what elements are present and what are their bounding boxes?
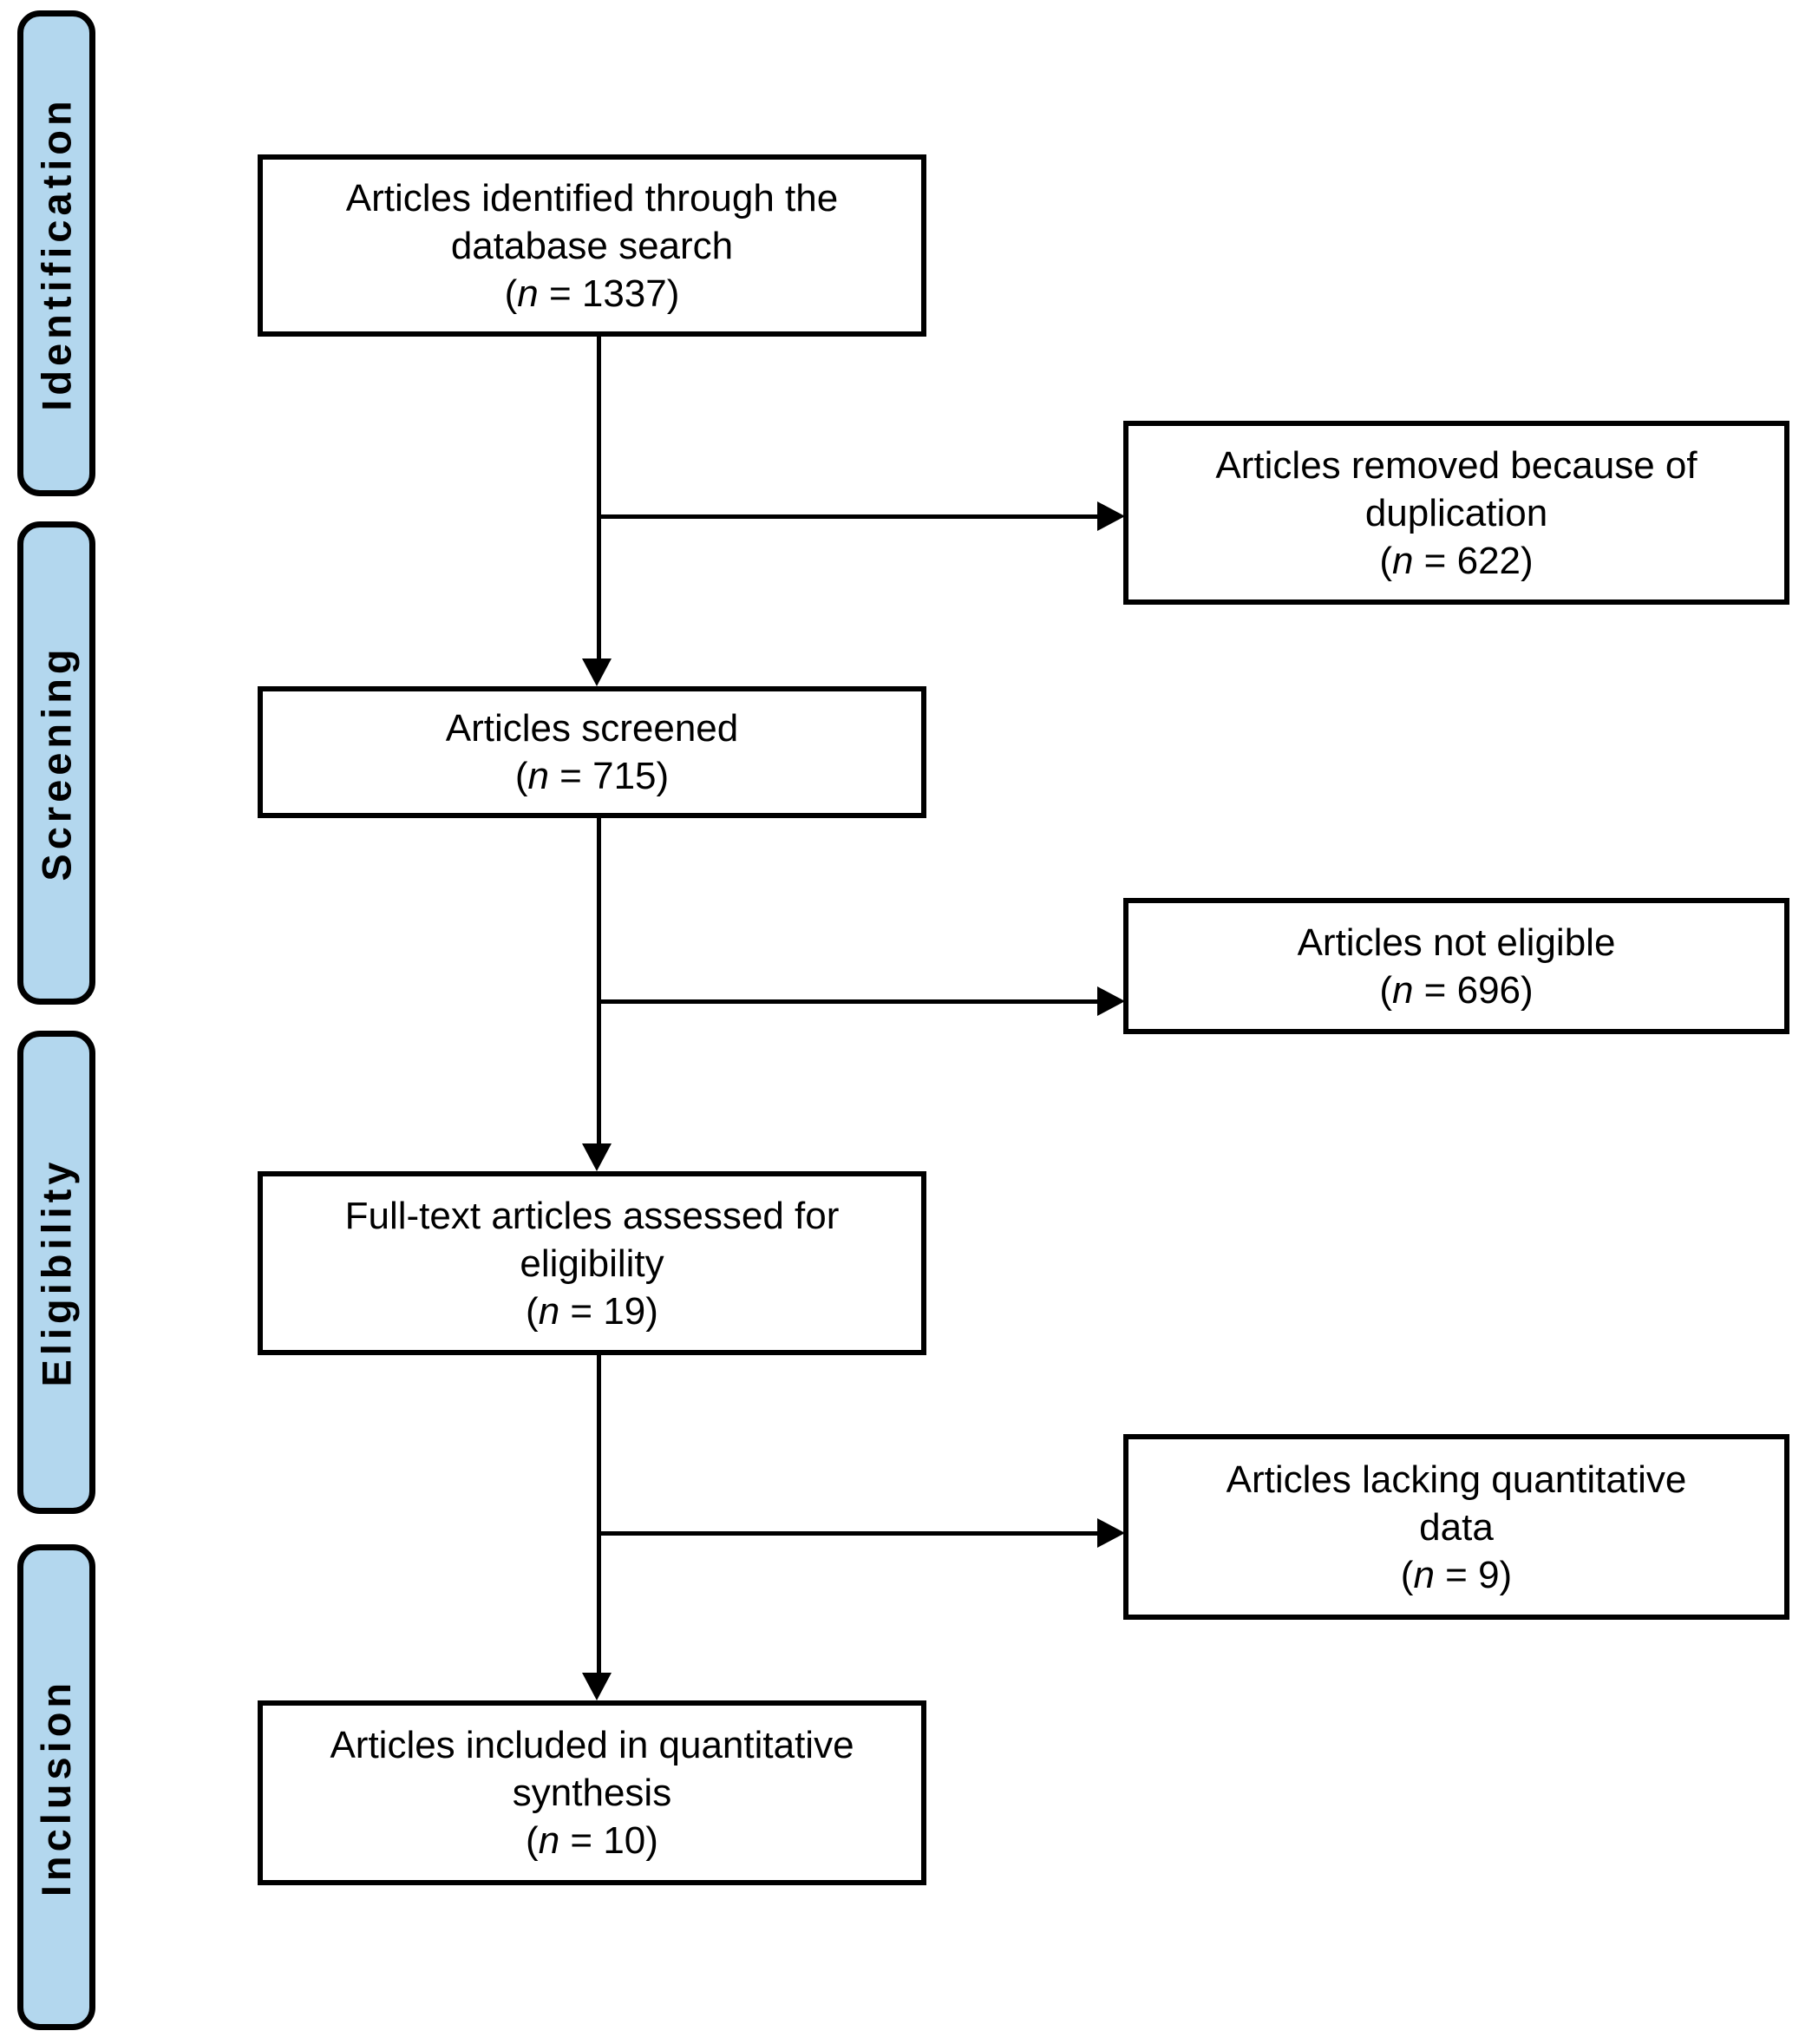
box-not-eligible-text: Articles not eligible (n = 696) [1298,919,1616,1014]
stage-screening: Screening [17,521,95,1005]
stage-inclusion-label: Inclusion [33,1678,80,1897]
box-screened-text: Articles screened (n = 715) [446,704,738,800]
arrowhead-right-to-lacking-data-icon [1097,1518,1125,1548]
box-fulltext-assessed-count: (n = 19) [526,1289,658,1333]
arrowhead-down-to-fulltext-icon [582,1143,612,1171]
connector-branch-to-removed-line [597,514,1099,519]
connector-branch-to-not-eligible-line [597,999,1099,1004]
box-screened-label: Articles screened [445,707,739,750]
connector-fulltext-to-included-line [597,1355,601,1674]
connector-screened-to-fulltext-line [597,818,601,1146]
arrowhead-right-to-removed-icon [1097,501,1125,531]
box-not-eligible: Articles not eligible (n = 696) [1123,898,1789,1034]
box-not-eligible-label: Articles not eligible [1297,920,1616,964]
box-screened: Articles screened (n = 715) [258,686,926,818]
box-included-quantitative-synthesis-count: (n = 10) [526,1819,658,1862]
stage-screening-label: Screening [33,645,80,881]
arrowhead-right-to-not-eligible-icon [1097,986,1125,1016]
stage-eligibility: Eligibility [17,1031,95,1514]
box-identified-count: (n = 1337) [504,272,680,315]
arrowhead-down-to-included-icon [582,1673,612,1700]
box-removed-duplication-count: (n = 622) [1379,539,1534,582]
box-not-eligible-count: (n = 696) [1379,968,1534,1012]
arrowhead-down-to-screened-icon [582,658,612,686]
connector-branch-to-lacking-data-line [597,1531,1099,1536]
stage-identification: Identification [17,10,95,496]
box-lacking-quantitative-data-count: (n = 9) [1400,1553,1513,1596]
connector-identified-to-screened-line [597,337,601,662]
box-screened-count: (n = 715) [514,755,670,797]
stage-identification-label: Identification [33,95,80,411]
stage-eligibility-label: Eligibility [33,1157,80,1387]
stage-inclusion: Inclusion [17,1544,95,2030]
